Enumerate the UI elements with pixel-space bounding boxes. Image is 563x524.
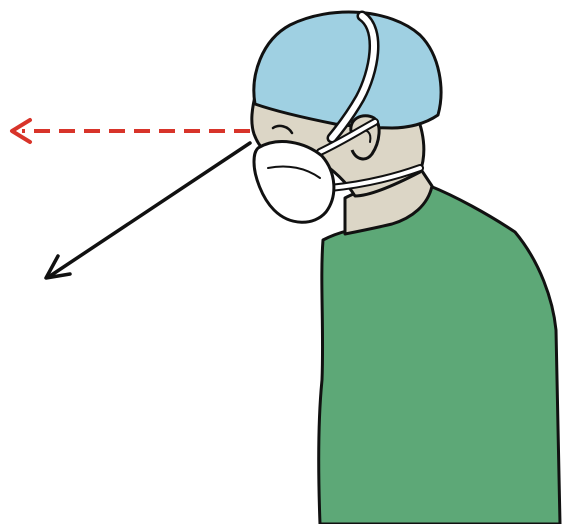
surgical-gown (319, 186, 560, 524)
horizontal-gaze-arrow (12, 120, 250, 142)
downward-gaze-arrow (46, 143, 250, 278)
horizontal-arrowhead (12, 120, 30, 142)
